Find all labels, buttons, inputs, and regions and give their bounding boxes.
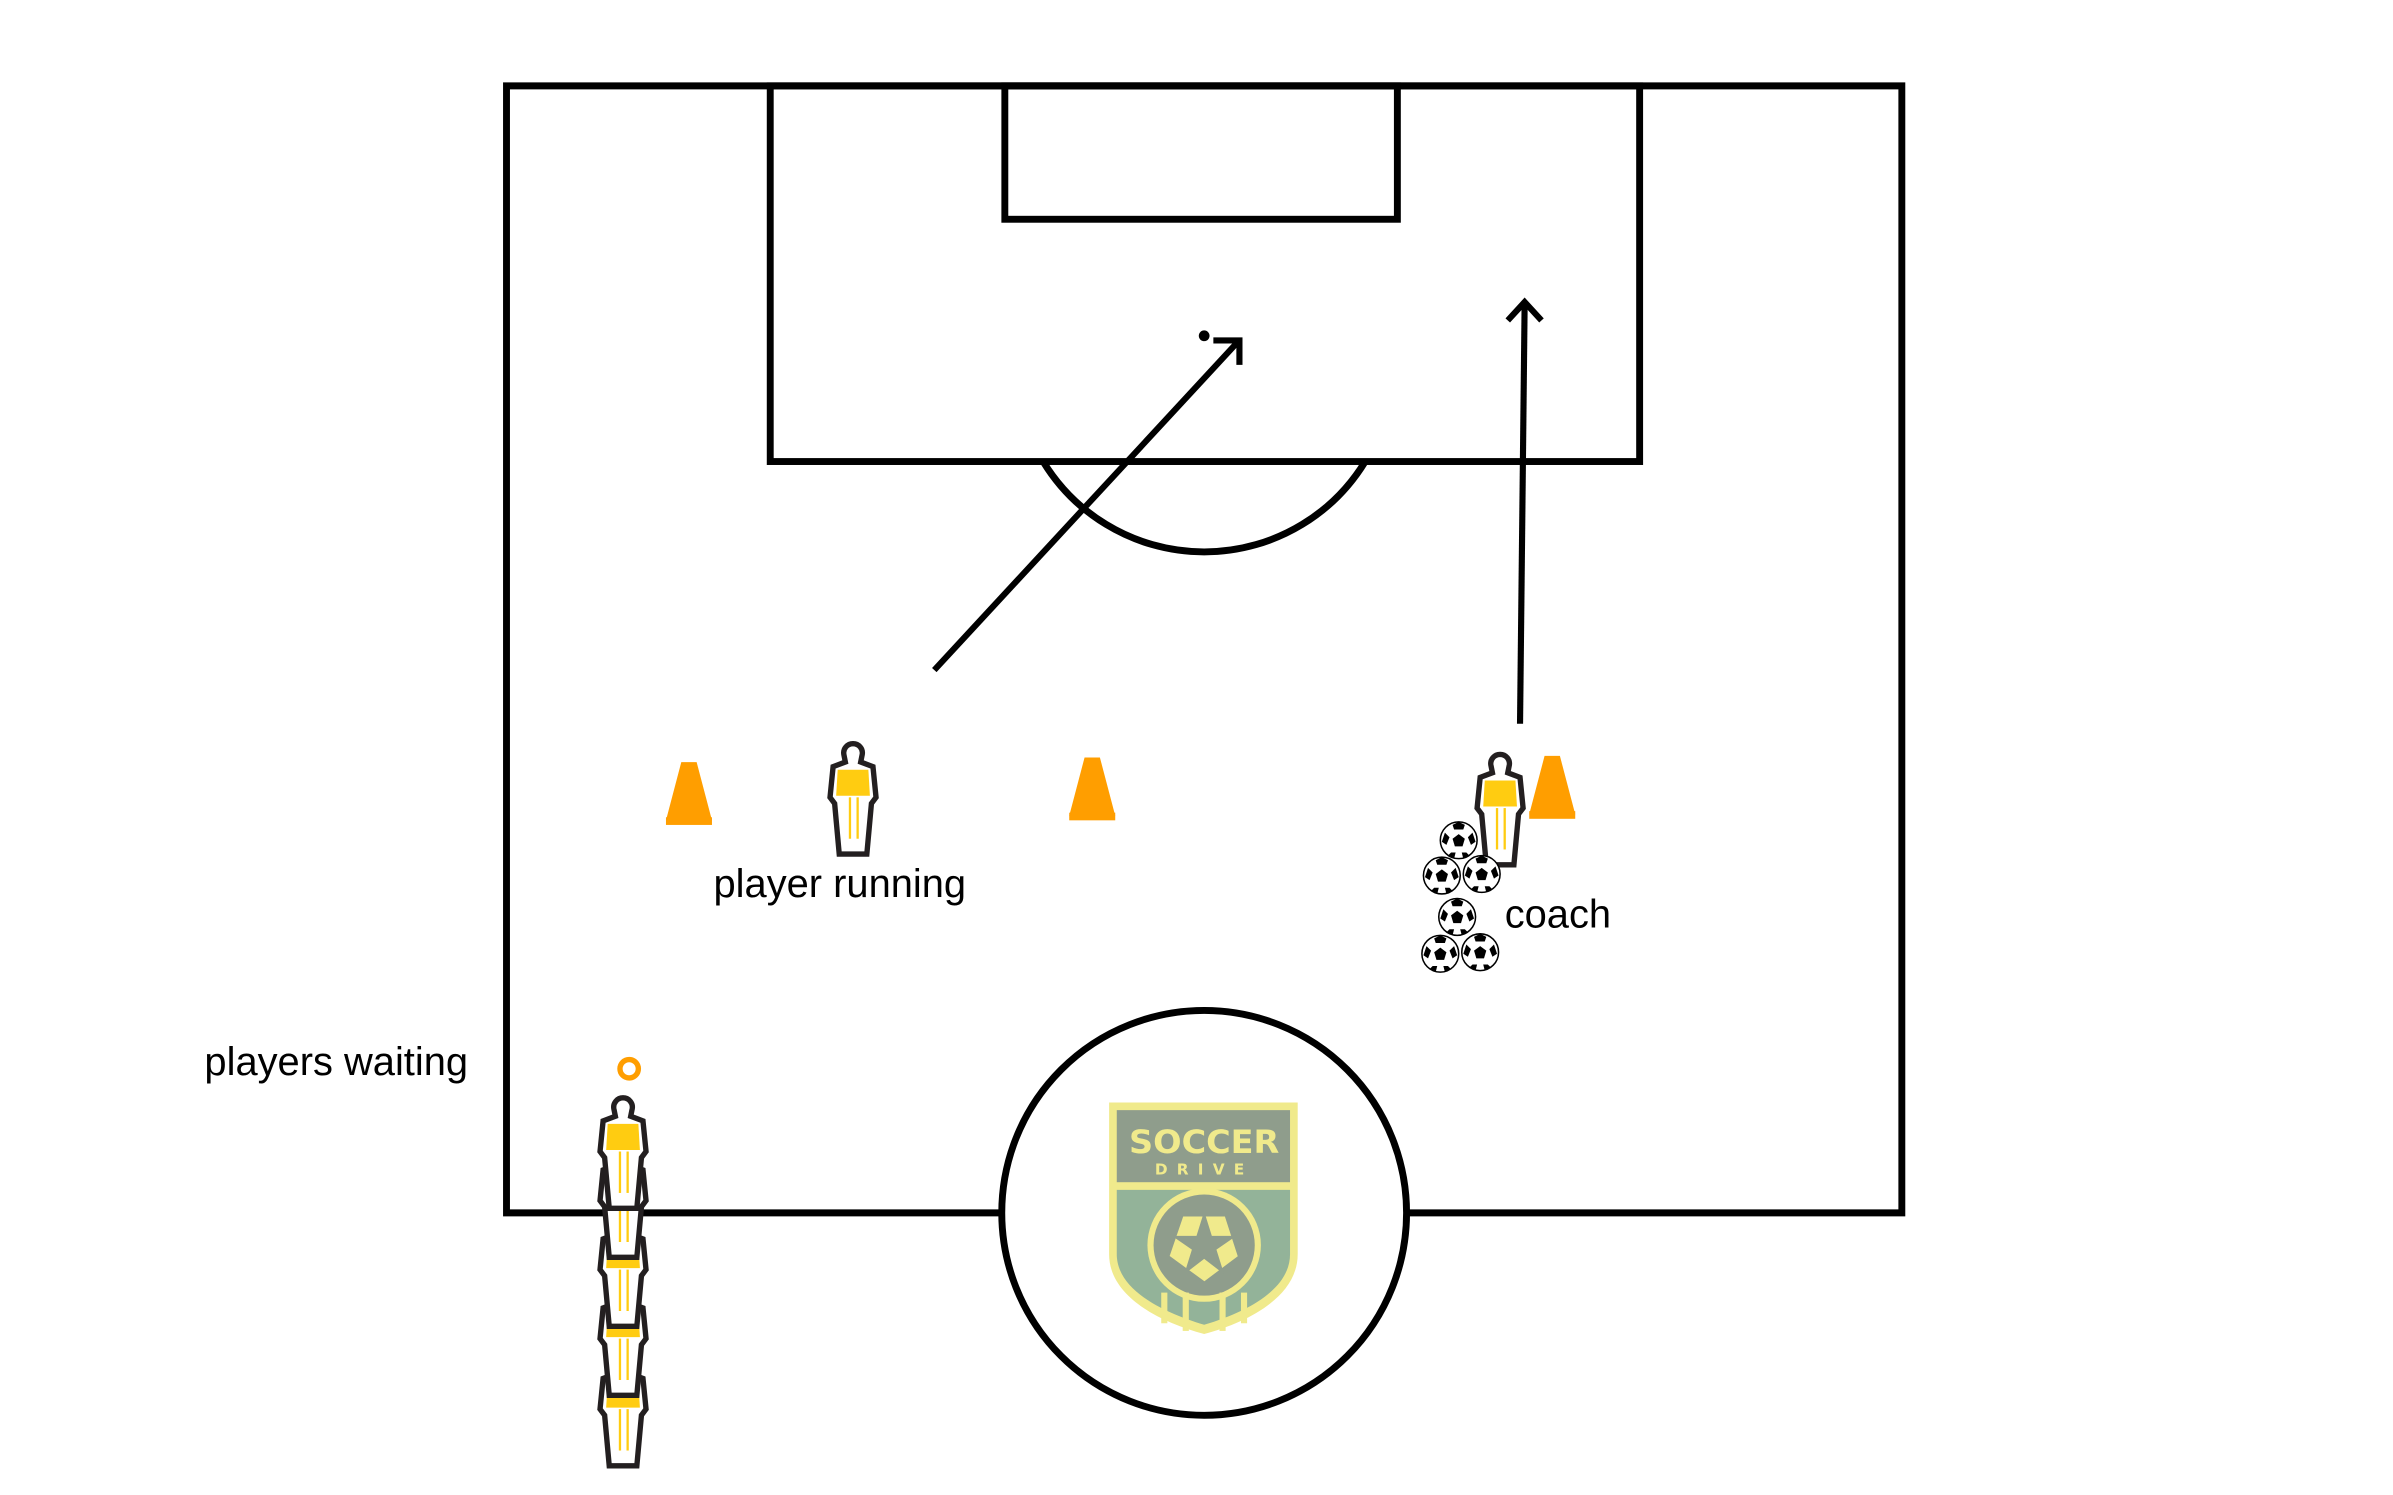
goal-area [1001,82,1401,223]
run-arrow-head [1213,337,1243,365]
penalty-box [766,82,1644,465]
coach-icon [1477,754,1523,864]
player-running-icon [830,744,876,854]
field-lines [503,82,1906,1419]
label-players-waiting: players waiting [204,1040,468,1084]
waiting-players [600,1098,646,1466]
center-circle [998,1007,1411,1419]
run-arrow [932,341,1239,673]
soccer-drive-logo: SOCCER DRIVE [1109,1102,1298,1334]
shot-target-dot [1198,330,1210,342]
start-marker-icon [617,1056,642,1081]
coach-pass-arrow [1516,303,1528,724]
logo-text-drive: DRIVE [1155,1161,1254,1179]
label-coach: coach [1505,893,1611,937]
cone-middle [1069,757,1116,821]
cone-left [665,762,712,825]
penalty-arc [1040,459,1369,556]
logo-text-soccer: SOCCER [1129,1123,1279,1161]
cone-right [1529,755,1576,819]
half-field-outline [503,82,1906,1217]
movement-arrows [932,297,1544,724]
label-player-running: player running [714,862,967,906]
coach-pass-arrow-head [1505,297,1544,323]
